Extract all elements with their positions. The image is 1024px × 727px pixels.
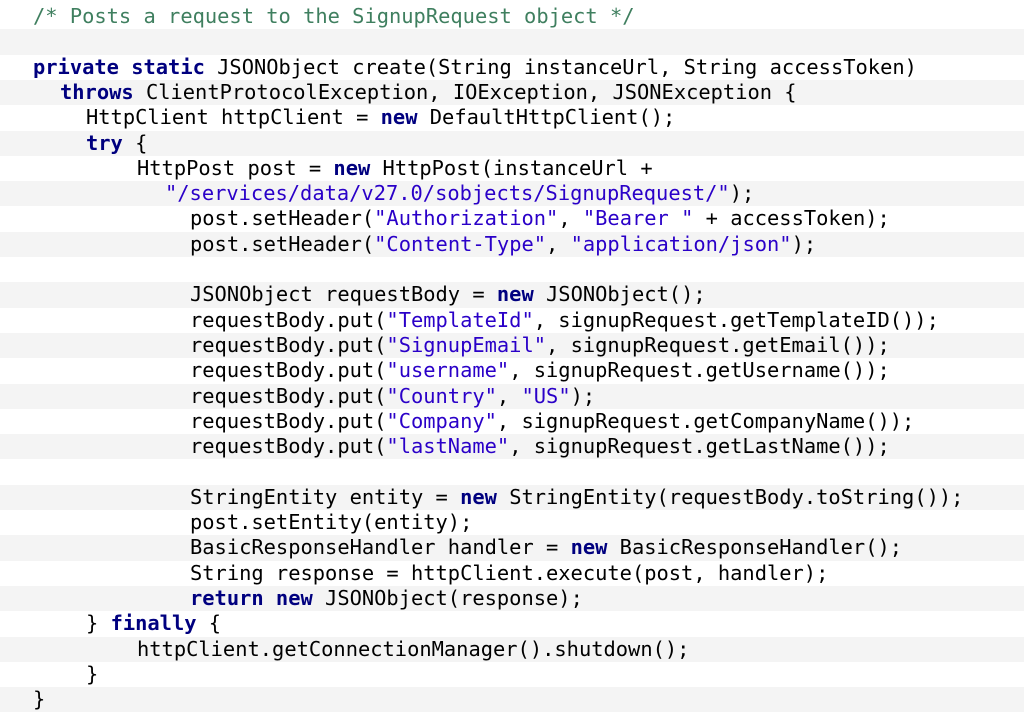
code-line: } — [0, 687, 1024, 713]
code-token: HttpPost(instanceUrl + — [370, 155, 653, 180]
code-line: HttpClient httpClient = new DefaultHttpC… — [0, 105, 1024, 130]
code-line: StringEntity entity = new StringEntity(r… — [0, 484, 1024, 510]
code-line: post.setHeader("Authorization", "Bearer … — [0, 206, 1024, 231]
code-line — [0, 257, 1024, 282]
code-token: post.setHeader( — [190, 206, 375, 231]
code-token: post.setEntity(entity); — [190, 510, 473, 534]
code-line: requestBody.put("username", signupReques… — [0, 358, 1024, 383]
code-token: "lastName" — [386, 434, 510, 459]
code-line: /* Posts a request to the SignupRequest … — [0, 4, 1024, 29]
code-line: requestBody.put("TemplateId", signupRequ… — [0, 308, 1024, 333]
code-token: "application/json" — [570, 231, 792, 256]
code-token: , signupRequest.getLastName()); — [509, 434, 890, 459]
code-token: , — [558, 206, 583, 231]
code-token: requestBody.put( — [190, 408, 387, 433]
code-token: , signupRequest.getCompanyName()); — [496, 408, 915, 433]
code-token: new — [570, 535, 608, 560]
code-line: private static JSONObject create(String … — [0, 55, 1024, 80]
code-line: httpClient.getConnectionManager().shutdo… — [0, 636, 1024, 662]
code-line: post.setHeader("Content-Type", "applicat… — [0, 231, 1024, 257]
code-line — [0, 29, 1024, 55]
code-token: new — [460, 484, 497, 509]
code-token: new — [333, 155, 371, 180]
code-line: requestBody.put("SignupEmail", signupReq… — [0, 332, 1024, 359]
code-token: BasicResponseHandler handler = — [190, 535, 571, 560]
code-token: httpClient.getConnectionManager().shutdo… — [137, 636, 690, 661]
code-line: } — [0, 662, 1024, 687]
code-token: } — [33, 687, 46, 712]
code-token: requestBody.put( — [190, 332, 387, 357]
code-line — [0, 459, 1024, 484]
code-token: + accessToken); — [693, 206, 890, 231]
code-token: "Authorization" — [374, 206, 559, 231]
code-token: new — [496, 282, 534, 307]
code-token: return new — [190, 585, 313, 610]
code-token: "/services/data/v27.0/sobjects/SignupReq… — [165, 181, 730, 206]
code-token: requestBody.put( — [190, 434, 387, 459]
code-token: HttpClient httpClient = — [86, 105, 381, 130]
code-token: ClientProtocolException, IOException, JS… — [133, 79, 797, 104]
code-token: throws — [60, 79, 134, 104]
code-token: new — [380, 105, 418, 130]
code-line: String response = httpClient.execute(pos… — [0, 561, 1024, 586]
code-line: return new JSONObject(response); — [0, 585, 1024, 612]
code-token: requestBody.put( — [190, 307, 387, 332]
code-token: "Bearer " — [582, 206, 694, 231]
code-token: JSONObject create(String instanceUrl, St… — [204, 54, 917, 79]
code-line: requestBody.put("Country", "US"); — [0, 383, 1024, 409]
code-token: ); — [570, 383, 596, 408]
code-token: { — [122, 130, 148, 155]
code-token: "Content-Type" — [374, 231, 547, 256]
code-token: JSONObject requestBody = — [190, 282, 497, 307]
code-line: "/services/data/v27.0/sobjects/SignupReq… — [0, 181, 1024, 207]
code-token: { — [196, 611, 222, 636]
code-token: post.setHeader( — [190, 231, 375, 256]
code-token: BasicResponseHandler(); — [607, 535, 903, 560]
code-token: requestBody.put( — [190, 383, 387, 408]
code-line: BasicResponseHandler handler = new Basic… — [0, 535, 1024, 561]
code-token: private static — [33, 54, 205, 79]
code-token: HttpPost post = — [137, 155, 334, 180]
code-token: DefaultHttpClient(); — [417, 105, 676, 130]
code-token: requestBody.put( — [190, 358, 387, 383]
code-token: "SignupEmail" — [386, 332, 547, 357]
code-token: "US" — [521, 383, 571, 408]
code-line: HttpPost post = new HttpPost(instanceUrl… — [0, 156, 1024, 181]
code-token: "Country" — [386, 383, 497, 408]
code-token: finally — [110, 611, 197, 636]
code-token: "username" — [386, 358, 510, 383]
code-token: /* Posts a request to the SignupRequest … — [33, 4, 635, 28]
code-token: JSONObject(); — [533, 282, 706, 307]
code-token: "TemplateId" — [386, 307, 534, 332]
code-line: throws ClientProtocolException, IOExcept… — [0, 79, 1024, 106]
code-token: , signupRequest.getUsername()); — [509, 358, 890, 383]
code-token: ); — [791, 231, 817, 256]
code-token: JSONObject(response); — [312, 585, 583, 610]
code-token: , — [546, 231, 571, 256]
code-token: , signupRequest.getEmail()); — [546, 332, 890, 357]
code-token: try — [86, 130, 123, 155]
code-token: "Company" — [386, 408, 497, 433]
code-line: requestBody.put("Company", signupRequest… — [0, 409, 1024, 434]
code-line: JSONObject requestBody = new JSONObject(… — [0, 282, 1024, 308]
code-token: } — [86, 611, 111, 636]
code-line: post.setEntity(entity); — [0, 510, 1024, 535]
code-token: , signupRequest.getTemplateID()); — [533, 307, 939, 332]
code-token: StringEntity(requestBody.toString()); — [496, 484, 964, 509]
code-token: String response = httpClient.execute(pos… — [190, 560, 829, 585]
code-token: , — [496, 383, 522, 408]
code-line: try { — [0, 130, 1024, 156]
code-token: ); — [729, 181, 755, 206]
code-token: } — [86, 661, 99, 686]
code-line: requestBody.put("lastName", signupReques… — [0, 434, 1024, 460]
code-token: StringEntity entity = — [190, 484, 461, 509]
code-line: } finally { — [0, 611, 1024, 636]
